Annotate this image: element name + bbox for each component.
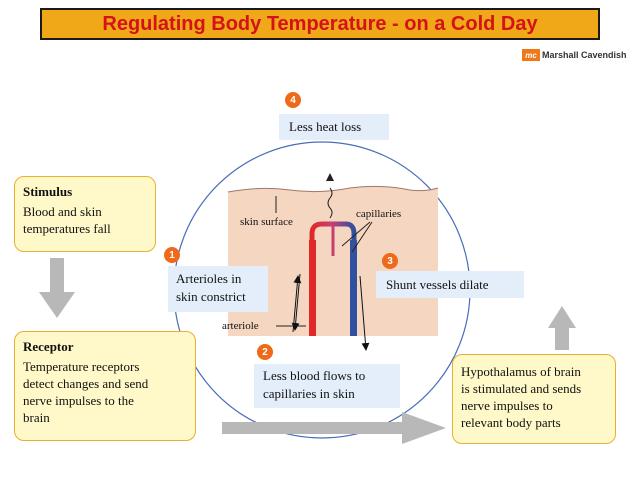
arteriole-label: arteriole xyxy=(222,320,259,332)
capillaries-label: capillaries xyxy=(356,208,402,220)
step-2-box: Less blood flows to capillaries in skin xyxy=(254,364,400,408)
hypothalamus-line-3: nerve impulses to xyxy=(461,398,553,413)
receptor-box: Receptor Temperature receptors detect ch… xyxy=(14,331,196,441)
receptor-line-3: nerve impulses to the xyxy=(23,393,134,408)
diagram-title: Regulating Body Temperature - on a Cold … xyxy=(40,8,600,40)
receptor-line-4: brain xyxy=(23,410,50,425)
step-4-badge: 4 xyxy=(285,92,301,108)
mc-logo-icon: mc xyxy=(522,49,540,61)
publisher-logo: mc Marshall Cavendish xyxy=(522,48,627,62)
skin-panel xyxy=(228,186,438,336)
up-arrow-icon xyxy=(548,306,576,350)
skin-surface-line xyxy=(227,185,439,193)
hypothalamus-box: Hypothalamus of brain is stimulated and … xyxy=(452,354,616,444)
receptor-line-2: detect changes and send xyxy=(23,376,149,391)
stimulus-line-2: temperatures fall xyxy=(23,221,111,236)
publisher-name: Marshall Cavendish xyxy=(542,50,627,60)
stimulus-heading: Stimulus xyxy=(23,184,73,199)
step-1-line-1: Arterioles in xyxy=(176,271,242,286)
step-4-text: Less heat loss xyxy=(289,119,362,134)
step-1-box: Arterioles in skin constrict xyxy=(168,266,268,312)
step-3-badge: 3 xyxy=(382,253,398,269)
step-2-line-1: Less blood flows to xyxy=(263,368,366,383)
right-arrow-icon xyxy=(222,412,446,444)
step-3-text: Shunt vessels dilate xyxy=(386,277,489,292)
stimulus-line-1: Blood and skin xyxy=(23,204,102,219)
blood-vessels xyxy=(309,221,357,336)
stimulus-box: Stimulus Blood and skin temperatures fal… xyxy=(14,176,156,252)
step-1-line-2: skin constrict xyxy=(176,289,246,304)
down-arrow-icon xyxy=(39,258,75,318)
heat-wiggle-arrow xyxy=(327,187,333,219)
step-4-box: Less heat loss xyxy=(279,114,389,140)
step-3-box: Shunt vessels dilate xyxy=(376,271,524,298)
hypothalamus-line-2: is stimulated and sends xyxy=(461,381,582,396)
skin-surface-label: skin surface xyxy=(240,216,293,228)
hypothalamus-line-4: relevant body parts xyxy=(461,415,561,430)
step-2-line-2: capillaries in skin xyxy=(263,386,355,401)
hypothalamus-line-1: Hypothalamus of brain xyxy=(461,364,581,379)
step-2-badge: 2 xyxy=(257,344,273,360)
step-1-badge: 1 xyxy=(164,247,180,263)
receptor-heading: Receptor xyxy=(23,339,74,354)
receptor-line-1: Temperature receptors xyxy=(23,359,140,374)
